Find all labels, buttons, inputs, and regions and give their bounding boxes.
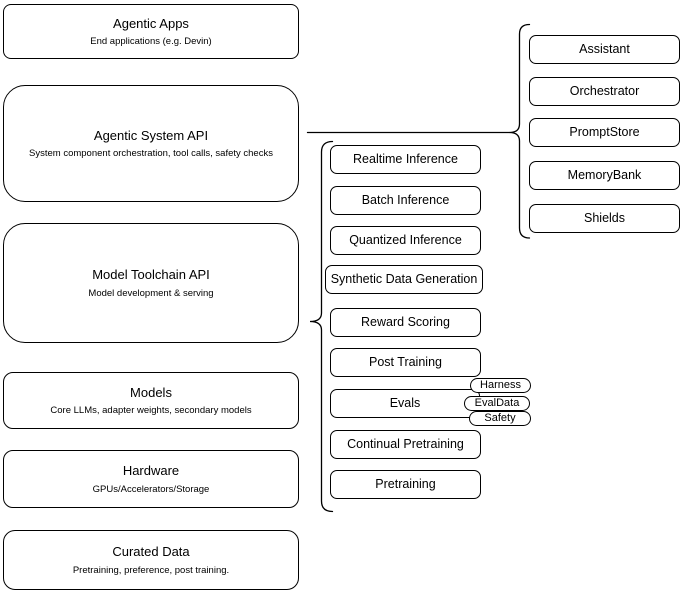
node-memorybank: MemoryBank (529, 161, 680, 190)
node-subtitle: System component orchestration, tool cal… (29, 148, 273, 160)
node-label: PromptStore (569, 124, 640, 139)
node-assistant: Assistant (529, 35, 680, 64)
node-post-training: Post Training (330, 348, 481, 377)
node-label: Shields (584, 210, 625, 225)
node-synthetic-data-generation: Synthetic Data Generation (325, 265, 483, 294)
node-title: Curated Data (112, 544, 190, 559)
node-title: Agentic System API (93, 127, 209, 143)
node-label: Reward Scoring (361, 314, 450, 329)
node-hardware: Hardware GPUs/Accelerators/Storage (3, 450, 299, 508)
node-agentic-system-api: Agentic System API System component orch… (3, 85, 299, 202)
node-label: Synthetic Data Generation (330, 271, 478, 286)
node-title: Models (130, 384, 172, 400)
node-curated-data: Curated Data Pretraining, preference, po… (3, 530, 299, 590)
node-label: Orchestrator (569, 83, 640, 98)
node-label: Post Training (369, 354, 442, 369)
node-title: Agentic Apps (113, 15, 189, 31)
node-realtime-inference: Realtime Inference (330, 145, 481, 174)
node-promptstore: PromptStore (529, 118, 680, 147)
node-shields: Shields (529, 204, 680, 233)
node-model-toolchain-api: Model Toolchain API Model development & … (3, 223, 299, 343)
node-label: Batch Inference (361, 192, 450, 207)
node-orchestrator: Orchestrator (529, 77, 680, 106)
node-subtitle: GPUs/Accelerators/Storage (92, 483, 210, 495)
tag-label: EvalData (474, 397, 520, 409)
tag-label: Safety (484, 412, 516, 424)
node-label: Pretraining (375, 476, 436, 491)
system-components-bracket (509, 23, 531, 239)
node-reward-scoring: Reward Scoring (330, 308, 481, 337)
node-title: Model Toolchain API (92, 267, 210, 282)
node-subtitle: Pretraining, preference, post training. (72, 564, 230, 576)
node-title: Hardware (122, 463, 180, 478)
node-label: Quantized Inference (349, 232, 462, 247)
node-continual-pretraining: Continual Pretraining (330, 430, 481, 459)
tag-safety: Safety (469, 411, 531, 426)
node-label: Assistant (579, 41, 630, 56)
tag-harness: Harness (470, 378, 531, 393)
node-agentic-apps: Agentic Apps End applications (e.g. Devi… (3, 4, 299, 59)
tag-evaldata: EvalData (464, 396, 530, 411)
node-subtitle: Model development & serving (88, 287, 214, 299)
node-subtitle: Core LLMs, adapter weights, secondary mo… (50, 405, 252, 417)
tag-label: Harness (480, 379, 521, 391)
node-models: Models Core LLMs, adapter weights, secon… (3, 372, 299, 429)
node-label: Continual Pretraining (347, 436, 464, 451)
node-quantized-inference: Quantized Inference (330, 226, 481, 255)
node-subtitle: End applications (e.g. Devin) (90, 36, 212, 48)
node-label: Evals (389, 395, 421, 410)
node-evals: Evals (330, 389, 480, 418)
node-label: Realtime Inference (353, 151, 458, 166)
node-batch-inference: Batch Inference (330, 186, 481, 215)
node-label: MemoryBank (567, 167, 642, 182)
node-pretraining: Pretraining (330, 470, 481, 499)
